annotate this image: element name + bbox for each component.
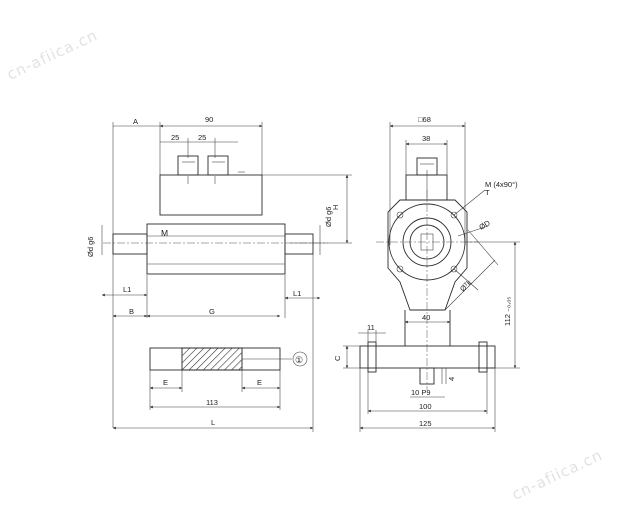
dim-c: C xyxy=(333,355,342,361)
dim-spacing-2: 25 xyxy=(198,133,206,142)
thread-m-label: M (4x90°) xyxy=(485,180,518,189)
front-view: A 90 25 25 H Ød g6 Ød g6 M L1 L1 B G E E… xyxy=(86,115,352,432)
dim-width-113: 113 xyxy=(206,398,218,407)
hatched-section xyxy=(181,347,243,371)
dim-shaft-dia-left: Ød g6 xyxy=(86,237,95,257)
dim-l: L xyxy=(211,418,215,427)
dia-tk-label: Øᵀk xyxy=(458,278,474,294)
dim-h: H xyxy=(331,205,340,210)
dim-e-left: E xyxy=(163,378,168,387)
dim-width-100: 100 xyxy=(419,402,432,411)
dim-width-125: 125 xyxy=(419,419,432,428)
dim-b: B xyxy=(129,307,134,316)
dim-l1-left: L1 xyxy=(123,285,131,294)
dim-g: G xyxy=(209,307,215,316)
watermark-top-left: cn-afiica.cn xyxy=(4,26,100,84)
dim-l1-right: L1 xyxy=(293,289,301,298)
motor-label: M xyxy=(161,228,168,238)
dim-4: 4 xyxy=(447,377,456,381)
dim-square-68: □68 xyxy=(418,115,431,124)
dim-shaft-dia-right: Ød g6 xyxy=(324,207,333,227)
dim-width-38: 38 xyxy=(422,134,430,143)
dim-e-right: E xyxy=(257,378,262,387)
thread-t-label: T xyxy=(485,188,490,197)
dia-d-label: ØD xyxy=(478,218,493,232)
dim-width-90: 90 xyxy=(205,115,213,124)
watermark-bottom-right: cn-afiica.cn xyxy=(509,446,605,504)
dim-height-112: 112 ₋₀,₀₅ xyxy=(503,297,512,326)
callout-1: ① xyxy=(295,355,303,365)
dim-a: A xyxy=(133,117,138,126)
dim-width-11: 11 xyxy=(367,323,375,332)
dim-slot-10p9: 10 P9 xyxy=(411,388,431,397)
dim-width-40: 40 xyxy=(422,313,430,322)
dim-spacing-1: 25 xyxy=(171,133,179,142)
side-view: □68 38 M (4x90°) T ØD Øᵀk 112 ₋₀,₀₅ 40 1… xyxy=(333,115,520,432)
